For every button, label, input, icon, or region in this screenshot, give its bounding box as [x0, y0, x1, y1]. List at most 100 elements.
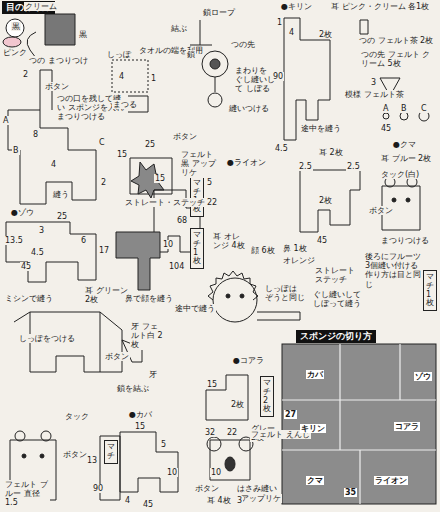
dimension-label: クリーム: [24, 2, 58, 11]
dimension-label: ストレート ステッチ: [314, 266, 356, 284]
dimension-label: ピンク: [2, 48, 28, 57]
dimension-label: はさみ縫い: [236, 484, 278, 493]
dimension-label: つの フェルト茶 2枚: [358, 36, 434, 45]
dimension-label: 途中で縫う: [174, 304, 216, 313]
dimension-label: 15: [154, 174, 166, 183]
dimension-label: 縫いつける: [228, 104, 270, 113]
dimension-label: 黒: [78, 30, 88, 39]
dimension-label: しっぽ: [106, 50, 132, 59]
dimension-label: 耳 オレンジ 4枚: [212, 232, 246, 250]
dimension-label: 17: [98, 246, 110, 255]
dimension-label: つの先 フェルト クリーム 5枚: [360, 50, 434, 68]
dimension-label: カバ: [306, 370, 324, 379]
dimension-label: 2: [100, 178, 107, 187]
dimension-label: 2枚: [318, 196, 333, 205]
dimension-label: 10: [162, 240, 174, 249]
dimension-label: 45: [20, 262, 32, 271]
piece-text: マチ 1枚: [426, 273, 434, 308]
dimension-label: ボタン: [44, 82, 70, 91]
dimension-label: 後ろにフルーツ 3個縫い付ける 作り方は目と同じ: [364, 252, 422, 289]
dimension-label: ストレート・ステッチ 黒: [124, 198, 217, 207]
dimension-label: 黒: [11, 22, 21, 31]
dimension-label: 縫う: [52, 190, 70, 199]
dimension-label: まつる: [112, 100, 138, 109]
dimension-label: ボタン: [172, 132, 198, 141]
dimension-label: 鼻で顔を縫う: [124, 294, 174, 303]
dimension-label: 32: [204, 428, 216, 437]
piece-text: スポンジの切り方: [300, 331, 372, 341]
dimension-label: 途中を縫う: [300, 124, 342, 133]
dimension-label: 3: [370, 78, 377, 87]
dimension-label: 耳 ピンク・クリーム 各1枚: [330, 2, 430, 11]
dimension-label: 10: [210, 468, 222, 477]
dimension-label: 4.5: [274, 144, 289, 153]
dimension-label: A: [382, 104, 389, 113]
piece-text: マチ 1枚: [193, 231, 201, 266]
dimension-label: ミシンで縫う: [4, 294, 54, 303]
dimension-label: 3: [236, 496, 243, 505]
dimension-label: 27: [284, 410, 297, 419]
dimension-label: コアラ: [394, 422, 420, 431]
piece-text: マチ 1枚: [193, 179, 201, 214]
dimension-label: 13.5: [4, 236, 24, 245]
dimension-label: ●ライオン: [226, 158, 267, 167]
dimension-label: タック(白): [380, 170, 420, 179]
dimension-label: タック: [64, 412, 90, 421]
dimension-label: ボタン: [104, 352, 130, 361]
pattern-piece-label: マチ 1枚: [423, 270, 437, 311]
dimension-label: 22: [206, 198, 218, 207]
dimension-label: オレンジ: [282, 256, 316, 265]
pattern-piece-label: マチ 1枚: [190, 176, 204, 217]
piece-text: マチ 2枚: [263, 379, 271, 414]
dimension-label: 4: [288, 28, 295, 37]
dimension-label: 15: [206, 380, 218, 389]
pattern-piece-label: マチ 1枚: [190, 228, 204, 269]
dimension-label: アップリケ: [240, 494, 282, 503]
dimension-label: クマ: [306, 476, 324, 485]
dimension-label: 1: [276, 18, 283, 27]
dimension-label: C: [98, 138, 106, 147]
dimension-label: 45: [316, 236, 328, 245]
dimension-label: ゾウ: [414, 372, 432, 381]
dimension-label: 15: [116, 150, 128, 159]
dimension-label: 6: [80, 236, 87, 245]
dimension-label: ボタン: [194, 484, 220, 493]
dimension-label: ●クマ: [392, 140, 417, 149]
dimension-label: 4.5: [30, 248, 45, 257]
pattern-piece-label: マチ 2枚: [260, 376, 274, 417]
dimension-label: ライオン: [374, 476, 408, 485]
piece-text: マチ: [107, 443, 115, 461]
dimension-label: 顔 6枚: [250, 246, 276, 255]
dimension-label: ●キリン: [280, 2, 313, 11]
dimension-label: 耳 4枚: [206, 496, 232, 505]
dimension-label: フェルト ブルー 直径1.5: [4, 480, 50, 508]
dimension-label: 牙 フェルト白 2枚: [130, 322, 166, 350]
dimension-label: ●ゾウ: [10, 208, 35, 217]
dimension-label: 15: [134, 422, 146, 431]
dimension-label: 25: [56, 212, 68, 221]
dimension-label: 22: [226, 428, 238, 437]
dimension-label: 68: [176, 216, 188, 225]
dimension-label: 45: [380, 124, 392, 133]
dimension-label: 104: [168, 262, 185, 271]
section-header: スポンジの切り方: [296, 330, 376, 343]
dimension-label: 10: [166, 468, 178, 477]
dimension-label: 2枚: [230, 400, 245, 409]
dimension-label: 4: [124, 496, 131, 505]
dimension-label: 2: [22, 70, 29, 79]
dimension-label: 鼻 1枚: [282, 244, 308, 253]
dimension-label: つの まつりつけ: [28, 56, 89, 65]
dimension-label: ボタン: [62, 450, 88, 459]
dimension-label: しっぽは ぞうと同じ: [264, 284, 306, 302]
dimension-label: しっぽをつける: [18, 334, 76, 343]
dimension-label: 2.5: [298, 162, 313, 171]
dimension-label: キリン: [300, 424, 326, 433]
dimension-label: 耳 ブルー 2枚: [380, 154, 432, 163]
dimension-label: ●カバ: [128, 410, 153, 419]
dimension-label: 5: [206, 178, 213, 187]
dimension-label: ボタン: [368, 206, 394, 215]
dimension-label: 鎖を結ぶ: [116, 384, 150, 393]
dimension-label: 90: [272, 72, 284, 81]
dimension-label: 8: [32, 130, 39, 139]
dimension-label: 耳 2枚: [318, 148, 344, 157]
